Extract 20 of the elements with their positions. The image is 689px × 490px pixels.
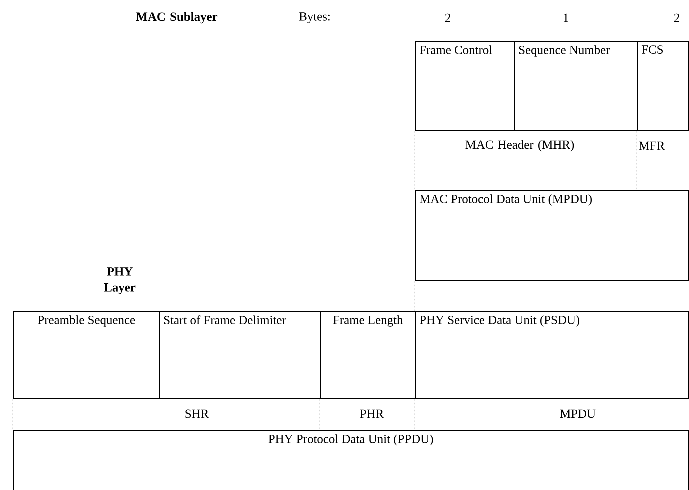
frame-cell: PHY Protocol Data Unit (PPDU) <box>13 430 689 490</box>
field-cell: FCS <box>637 41 689 132</box>
section-label: MFR <box>639 142 666 150</box>
byte-count: 1 <box>564 14 568 22</box>
layer-heading: MAC Sublayer <box>136 12 218 24</box>
field-cell: Preamble Sequence <box>13 310 160 400</box>
field-cell: Frame Length <box>320 310 416 400</box>
field-cell: Start of Frame Delimiter <box>159 310 322 400</box>
section-label: SHR <box>186 410 210 418</box>
bytes-label: Bytes: <box>299 12 330 24</box>
section-label: PHR <box>360 410 384 418</box>
byte-count: 2 <box>674 14 680 22</box>
section-label: MAC Header (MHR) <box>466 140 574 152</box>
byte-count: 2 <box>445 14 450 22</box>
field-cell: PHY Service Data Unit (PSDU) <box>415 310 689 400</box>
field-cell: Sequence Number <box>514 41 638 132</box>
layer-heading: PHY Layer <box>104 268 136 294</box>
frame-cell: MAC Protocol Data Unit (MPDU) <box>415 190 689 282</box>
field-cell: Frame Control <box>415 41 516 132</box>
section-label: MPDU <box>560 410 596 418</box>
